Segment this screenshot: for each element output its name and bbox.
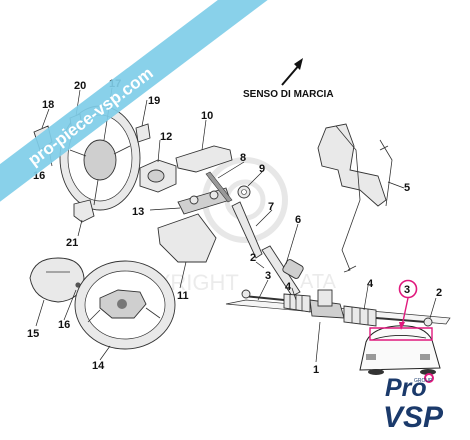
callout-10: 10 — [201, 110, 213, 122]
callout-7: 7 — [268, 201, 274, 213]
svg-text:VSP: VSP — [383, 401, 444, 434]
callout-2-left: 2 — [250, 252, 256, 264]
part-13-column-joint — [177, 187, 231, 215]
part-5-bracket-frame — [317, 123, 393, 273]
svg-text:Pro: Pro — [385, 374, 427, 402]
part-4-bellow-left — [283, 293, 311, 313]
part-15-airbag — [29, 257, 85, 303]
callout-5: 5 — [404, 182, 410, 194]
highlight-frame — [369, 327, 433, 341]
callout-1: 1 — [313, 364, 319, 376]
part-9-nut — [237, 185, 251, 199]
callout-4-right: 4 — [367, 278, 374, 290]
part-7-shaft — [231, 201, 263, 259]
callout-labels: 18 20 17 19 16 21 12 10 8 9 7 6 5 13 11 … — [27, 78, 442, 376]
callout-20: 20 — [74, 80, 86, 92]
highlight-callout-3 — [398, 279, 418, 330]
part-6-intermediate-shaft — [261, 245, 304, 297]
callout-13: 13 — [132, 206, 144, 218]
callout-11: 11 — [177, 290, 189, 302]
direction-label: SENSO DI MARCIA — [243, 89, 334, 100]
provsp-logo: Pro VSP GROUP — [383, 373, 444, 434]
callout-3-highlight: 3 — [404, 284, 410, 296]
part-21-cover — [73, 199, 95, 223]
logo-group-text: GROUP — [414, 378, 433, 384]
callout-12: 12 — [160, 131, 172, 143]
callout-6: 6 — [295, 214, 301, 226]
callout-9: 9 — [259, 163, 265, 175]
callout-4-left: 4 — [285, 281, 292, 293]
steering-rack-assembly — [225, 289, 451, 327]
part-10-upper-shroud — [175, 145, 233, 173]
watermark-fragment: ATA — [300, 271, 337, 293]
car-illustration — [359, 325, 441, 375]
callout-2-right: 2 — [436, 287, 442, 299]
leader-lines — [35, 87, 437, 363]
callout-14: 14 — [92, 360, 105, 372]
part-19-cover — [135, 123, 151, 143]
part-14-steering-wheel — [74, 260, 176, 350]
part-12-switch — [139, 159, 177, 193]
part-4-bellow-right — [343, 305, 377, 327]
callout-18: 18 — [42, 99, 54, 111]
callout-3-left: 3 — [265, 270, 271, 282]
part-11-lower-shroud — [157, 213, 217, 263]
callout-8: 8 — [240, 152, 246, 164]
callout-15: 15 — [27, 328, 39, 340]
callout-21: 21 — [66, 237, 78, 249]
direction-indicator: SENSO DI MARCIA — [243, 58, 334, 100]
callout-16-lower: 16 — [58, 319, 70, 331]
part-8-bolt — [205, 171, 233, 203]
callout-19: 19 — [148, 95, 160, 107]
